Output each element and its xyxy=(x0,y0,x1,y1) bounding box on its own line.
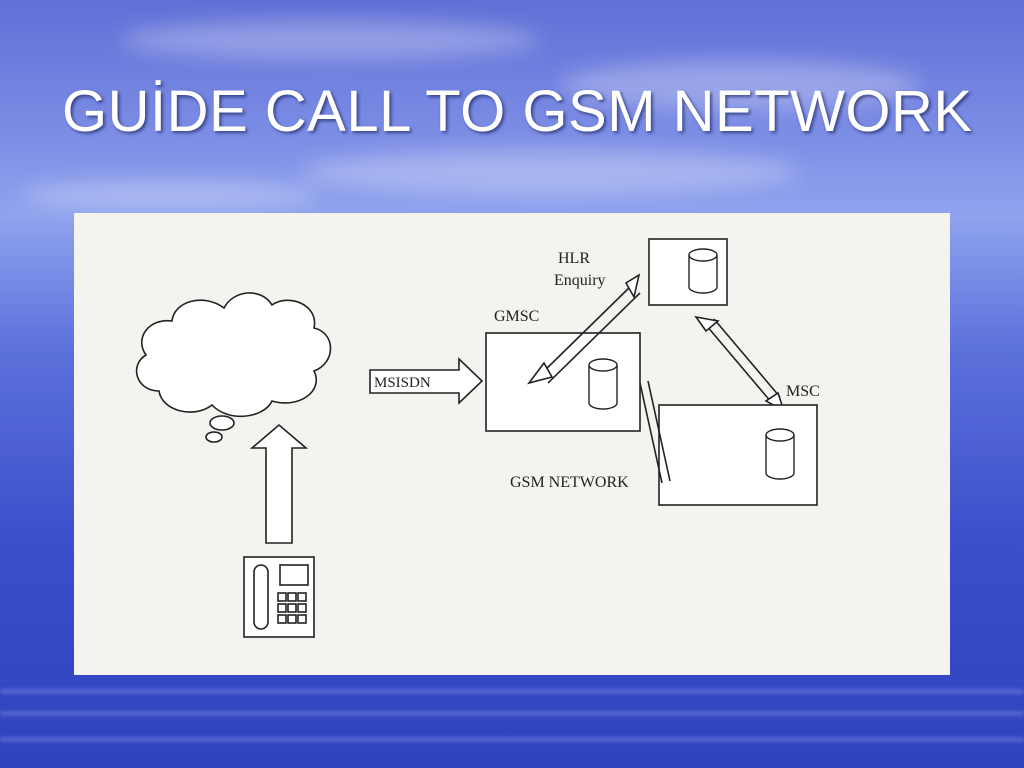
msisdn-label: MSISDN xyxy=(374,375,431,391)
gmsc-msc-link xyxy=(639,380,671,484)
sky-cloud-streak xyxy=(300,150,800,195)
gmsc-label: GMSC xyxy=(494,308,539,325)
sky-cloud-streak xyxy=(20,180,320,210)
hlr-enquiry-arrow xyxy=(526,273,641,385)
sky-cloud-streak xyxy=(560,60,920,110)
water-reflection xyxy=(0,690,1024,693)
gsm-call-diagram: MSISDN GMSC HLR Enquiry xyxy=(135,238,820,638)
msc-label: MSC xyxy=(786,383,820,400)
sky-cloud-streak xyxy=(120,20,540,60)
msc-database-icon xyxy=(765,428,795,480)
pstn-cloud-icon xyxy=(135,292,332,443)
hlr-msc-arrow xyxy=(694,315,786,413)
hlr-enquiry-label-line1: HLR xyxy=(558,250,590,267)
gmsc-database-icon xyxy=(588,358,618,410)
water-reflection xyxy=(0,738,1024,741)
slide-title: GUİDE CALL TO GSM NETWORK xyxy=(62,79,973,144)
diagram-panel: MSISDN GMSC HLR Enquiry xyxy=(74,213,950,675)
hlr-enquiry-label-line2: Enquiry xyxy=(554,272,606,289)
call-up-arrow xyxy=(249,423,309,544)
gsm-network-label: GSM NETWORK xyxy=(510,474,629,491)
hlr-database-icon xyxy=(688,248,718,294)
msisdn-arrow xyxy=(369,357,484,405)
telephone-icon xyxy=(243,556,315,638)
water-reflection xyxy=(0,712,1024,715)
